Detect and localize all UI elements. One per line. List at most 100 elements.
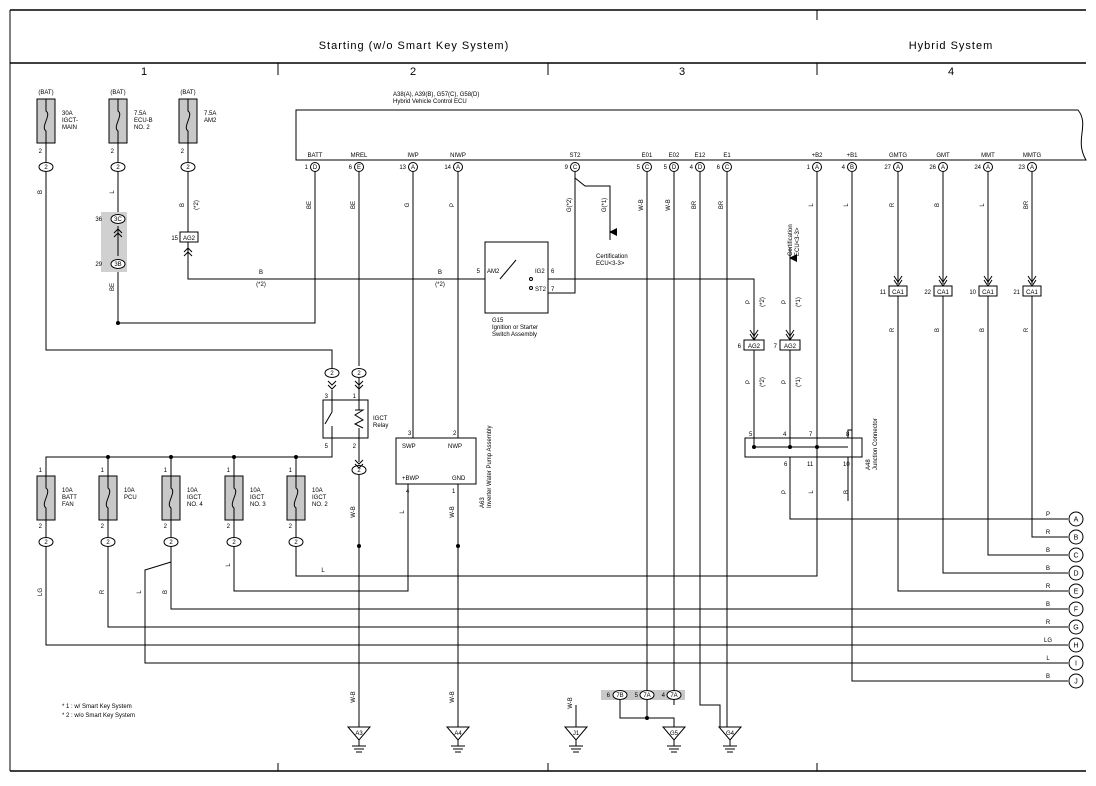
svg-text:Certification ECU<3-3>: Certification ECU<3-3> [596, 254, 629, 267]
ground-label: G4 [726, 731, 735, 737]
ecu-pin-connector [1027, 162, 1037, 172]
svg-text:1: 1 [353, 394, 357, 400]
fuse-bottom-connector: 2 [232, 540, 236, 546]
ecu-pin-conn: A [456, 165, 460, 171]
output-terminal-G [1068, 619, 1084, 635]
ecu-pin-name: +B2 [812, 153, 824, 159]
wire-color: BR [692, 200, 698, 209]
connector-ag2-6-7: AG2 AG2 6 7 Certification ECU<3-3> [738, 223, 801, 351]
ecu-pin-number: 24 [974, 165, 981, 171]
igct-relay: IGCT Relay 3 1 5 2 [322, 394, 388, 450]
wire-color: L [110, 190, 116, 194]
wire-color: G [405, 202, 411, 207]
wire-color: BE [307, 201, 313, 209]
wire-color: B [163, 590, 169, 594]
ground-label: J1 [573, 731, 580, 737]
fuse-top-1-label: IGCT- [62, 118, 78, 124]
wire-color: W-B [351, 691, 357, 703]
fuse-bottom-5-label: NO. 2 [312, 502, 328, 508]
svg-text:7A: 7A [670, 693, 677, 699]
svg-text:5: 5 [477, 269, 481, 275]
fuse-top-3-label: 7.5A [204, 111, 216, 117]
wire-color: B [38, 190, 44, 194]
ecu-pin-number: 14 [444, 165, 451, 171]
starting-title: Starting (w/o Smart Key System) [319, 40, 510, 52]
ecu-pin-name: E1 [723, 153, 731, 159]
fuse-top-2-label: NO. 2 [134, 125, 150, 131]
fuse-pin: 2 [39, 524, 43, 530]
svg-text:8: 8 [846, 432, 850, 438]
ignition-switch: AM2 IG2 ST2 5 6 7 G15 Ignition or Starte… [477, 241, 555, 338]
ecu-connectors: A38(A), A39(B), G57(C), G58(D) [393, 92, 479, 98]
fuse-top-connector: 2 [44, 165, 48, 171]
svg-text:11: 11 [807, 462, 814, 468]
ecu-pin-name: MMTG [1023, 153, 1042, 159]
ecu-pin-number: 5 [637, 165, 641, 171]
ecu-pin-connector [983, 162, 993, 172]
notes: * 1 : w/ Smart Key System * 2 : w/o Smar… [62, 704, 135, 719]
wire-color: L [809, 490, 815, 494]
output-wire-color: B [1046, 548, 1050, 554]
output-wire-color: B [1046, 566, 1050, 572]
fuse-bottom-1-label: BATT [62, 495, 77, 501]
output-letter: H [1073, 643, 1078, 650]
output-wire-color: R [1046, 530, 1051, 536]
svg-text:NWP: NWP [448, 444, 462, 450]
output-letter: G [1073, 625, 1078, 632]
wire-color: W-B [450, 506, 456, 518]
connector-pin-label: 2 [357, 371, 361, 377]
ecu-pin-number: 6 [349, 165, 353, 171]
certification-left: Certification ECU<3-3> [596, 228, 629, 267]
ecu-pin-number: 27 [884, 165, 891, 171]
wire-color: B [180, 203, 186, 207]
svg-text:3: 3 [325, 394, 329, 400]
junction-connector: 5 4 7 8 6 11 10 A48 Junction Connector [749, 418, 879, 470]
fuse-bottom-1-label: FAN [62, 502, 74, 508]
svg-text:29: 29 [95, 262, 102, 268]
ecu-pin-conn: D [672, 165, 677, 171]
column-4: 4 [948, 66, 954, 78]
ecu-pin-name: MMT [981, 153, 995, 159]
ca1-box [1022, 285, 1042, 297]
wire-color: R [1024, 327, 1030, 332]
wire-color: BR [719, 200, 725, 209]
fuse-top-2-label: 7.5A [134, 111, 146, 117]
ecu-pin-number: 23 [1018, 165, 1025, 171]
fuse-bottom-3-label: NO. 4 [187, 502, 203, 508]
output-letter: E [1074, 589, 1079, 596]
wire-color: L [400, 510, 406, 514]
ecu-pin-conn: A [815, 165, 819, 171]
wire-color: R [100, 589, 106, 594]
wire-color: W-B [666, 199, 672, 211]
svg-text:AG2: AG2 [183, 236, 196, 242]
svg-text:IG2: IG2 [535, 269, 545, 275]
ecu-pin-name: E12 [695, 153, 706, 159]
note-1: * 1 : w/ Smart Key System [62, 704, 132, 710]
output-wire-color: LG [1044, 638, 1052, 644]
wire-color: P [746, 300, 752, 304]
output-terminal-C [1068, 547, 1084, 563]
junction-dots [106, 321, 819, 720]
ecu-pin-number: 26 [929, 165, 936, 171]
fuse-top-connector [38, 162, 54, 172]
ecu-pins: BATTD1MRELE6IWPA13NIWPA14ST2C9E01C5E02D5… [305, 153, 1042, 172]
wire-color: L [809, 203, 815, 207]
ecu-pin-number: 13 [399, 165, 406, 171]
ecu-pin-conn: A [896, 165, 900, 171]
ecu-pin-connector [669, 162, 679, 172]
connector-pin [324, 368, 340, 378]
fuse-pin: 2 [181, 149, 185, 155]
bat-label: (BAT) [110, 90, 125, 96]
svg-text:7B: 7B [616, 693, 623, 699]
column-2: 2 [410, 66, 416, 78]
wire-color: L [226, 563, 232, 567]
svg-text:15: 15 [171, 236, 178, 242]
output-letter: B [1074, 535, 1079, 542]
svg-text:Certification ECU<3-3>: Certification ECU<3-3> [788, 223, 801, 256]
wire-color: G(*2) [567, 198, 573, 212]
svg-text:5: 5 [325, 444, 329, 450]
wire-color: BE [351, 201, 357, 209]
connector-pin [351, 368, 367, 378]
